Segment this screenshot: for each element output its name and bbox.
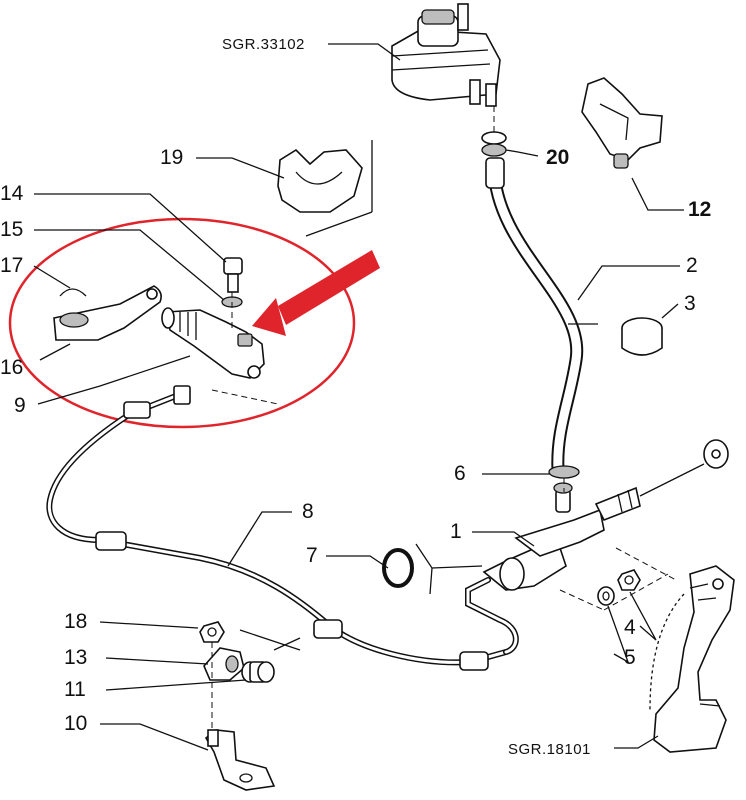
- callout-7: 7: [306, 544, 318, 567]
- assembly-guide-lines: [211, 106, 677, 730]
- bushing-3: [621, 317, 663, 356]
- callout-18: 18: [64, 610, 87, 633]
- hose-clamp-20: [481, 131, 507, 157]
- callout-16: 16: [0, 356, 23, 379]
- callout-9: 9: [14, 394, 26, 417]
- callout-19: 19: [160, 146, 183, 169]
- bushing-11: [241, 661, 275, 683]
- highlight-arrow: [252, 250, 380, 336]
- reference-label-reservoir: SGR.33102: [222, 36, 305, 53]
- callout-17: 17: [0, 254, 23, 277]
- hose-clamp-6: [548, 465, 580, 479]
- callout-5: 5: [624, 646, 636, 669]
- bracket-12: [581, 77, 663, 169]
- slave-cylinder-9: [161, 307, 265, 379]
- bolt-14: [223, 257, 243, 293]
- bracket-19: [277, 140, 373, 237]
- callout-2: 2: [686, 254, 698, 277]
- callout-8: 8: [302, 500, 314, 523]
- callout-12: 12: [688, 198, 711, 221]
- callout-15: 15: [0, 218, 23, 241]
- highlight-ellipse: [8, 217, 356, 429]
- callout-10: 10: [64, 712, 87, 735]
- nut-4: [617, 569, 641, 591]
- brake-fluid-reservoir: [391, 3, 501, 107]
- bracket-10: [204, 729, 276, 791]
- pedal-assembly: [649, 565, 735, 753]
- leader-lines: [33, 43, 684, 751]
- reference-label-pedal: SGR.18101: [508, 741, 591, 758]
- callout-1: 1: [450, 520, 462, 543]
- o-ring-7: [382, 548, 414, 588]
- callout-6: 6: [454, 462, 466, 485]
- callout-20: 20: [546, 146, 569, 169]
- washer-5: [597, 586, 615, 606]
- callout-14: 14: [0, 182, 24, 205]
- clutch-line-8: [46, 385, 519, 671]
- callout-13: 13: [64, 646, 87, 669]
- fluid-hose-2: [485, 157, 598, 477]
- clip-13: [203, 647, 245, 681]
- callout-11: 11: [64, 678, 86, 701]
- nut-18: [199, 621, 225, 643]
- lever-16: [53, 285, 162, 341]
- master-cylinder-1: [482, 439, 729, 591]
- callout-3: 3: [684, 292, 696, 315]
- callout-4: 4: [624, 616, 636, 639]
- circlip-17: [59, 288, 87, 297]
